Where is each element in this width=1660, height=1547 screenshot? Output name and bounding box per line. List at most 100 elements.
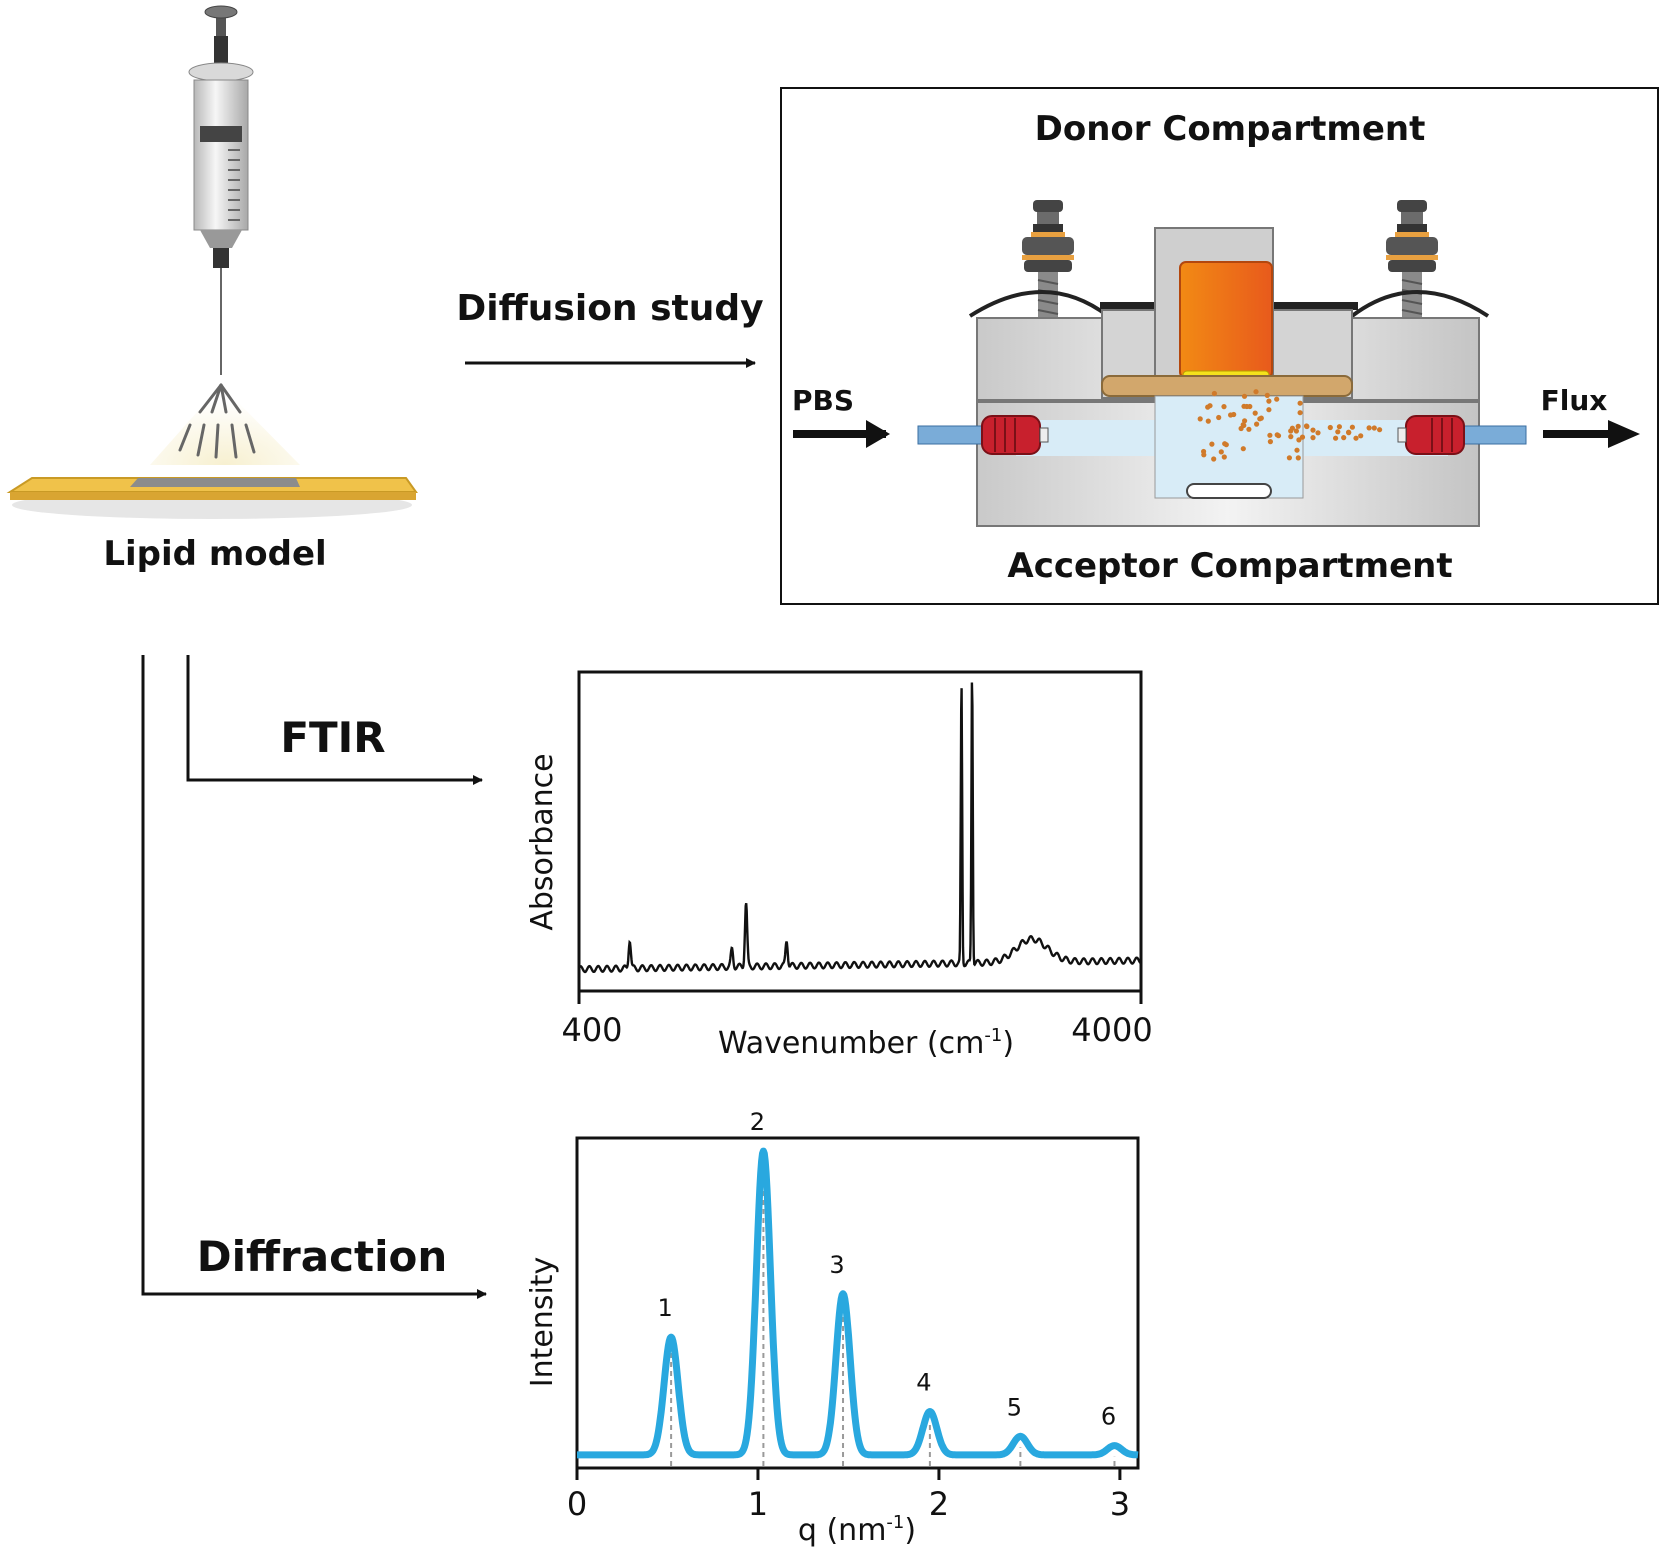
particle [1288, 434, 1294, 440]
outlet-connector [1397, 415, 1465, 455]
ftir-y-axis-label: Absorbance [525, 753, 560, 930]
ftir-x-tick-label-max: 4000 [1071, 1011, 1152, 1049]
particle [1377, 427, 1383, 433]
x-tick-label: 3 [1110, 1485, 1130, 1523]
particle [1253, 389, 1259, 395]
particle [1242, 418, 1248, 424]
pbs-label: PBS [792, 384, 854, 417]
donor-solution [1179, 261, 1273, 379]
particle [1294, 447, 1300, 453]
particle [1241, 393, 1248, 399]
peak-label: 5 [1007, 1393, 1022, 1421]
particle [1315, 430, 1321, 436]
syringe-illustration [188, 5, 254, 375]
spray-cone [150, 383, 300, 465]
diffraction-x-axis-label: q (nm-1) [798, 1512, 916, 1547]
peak-label: 1 [657, 1294, 672, 1322]
particle [1222, 441, 1228, 447]
particle [1297, 410, 1303, 416]
particle [1274, 396, 1280, 402]
particle [1310, 427, 1316, 433]
peak-label: 4 [916, 1369, 931, 1397]
diffusing-particles [1197, 389, 1383, 462]
particle [1295, 455, 1301, 461]
particle [1341, 435, 1347, 441]
particle [1327, 424, 1333, 431]
particle [1299, 434, 1306, 440]
particle [1296, 437, 1302, 443]
particle [1207, 403, 1213, 409]
diffraction-y-axis-label: Intensity [525, 1257, 560, 1388]
substrate-slide [6, 477, 418, 519]
peak-label: 2 [750, 1108, 765, 1136]
particle [1293, 428, 1299, 434]
particle [1211, 390, 1217, 397]
flux-label: Flux [1541, 384, 1608, 417]
ftir-connector [186, 655, 483, 785]
peak-label: 6 [1101, 1403, 1116, 1431]
acceptor-compartment-label: Acceptor Compartment [1007, 546, 1452, 586]
particle [1289, 425, 1295, 431]
particle [1209, 441, 1215, 447]
x-tick-label: 0 [567, 1485, 587, 1523]
diffraction-connector [141, 655, 487, 1299]
stir-bar [1186, 483, 1272, 499]
particle [1197, 416, 1203, 422]
particle [1286, 455, 1292, 461]
particle [1240, 446, 1246, 452]
particle [1267, 439, 1273, 445]
particle [1264, 392, 1270, 398]
particle [1266, 407, 1272, 413]
particle [1205, 418, 1211, 424]
particle [1244, 403, 1250, 410]
inlet-tube [917, 425, 987, 445]
ftir-x-axis-label: Wavenumber (cm-1) [718, 1025, 1014, 1061]
left-clamp-screw [1022, 200, 1074, 318]
particle [1336, 424, 1342, 430]
particle [1218, 449, 1224, 455]
diffraction-label: Diffraction [197, 1232, 447, 1281]
particle [1371, 425, 1377, 431]
particle [1221, 454, 1227, 460]
particle [1266, 398, 1272, 404]
particle [1238, 425, 1244, 432]
particle [1333, 435, 1339, 441]
ftir-x-tick-label-min: 400 [561, 1011, 622, 1049]
particle [1358, 433, 1364, 439]
particle [1349, 424, 1355, 430]
ftir-chart: 400 4000 Wavenumber (cm-1) Absorbance [525, 670, 1153, 1061]
diffusion-cell-panel: Donor Compartment Acceptor Compartment [780, 87, 1659, 605]
lipid-model-label: Lipid model [103, 534, 326, 574]
particle [1297, 400, 1303, 406]
particle [1228, 412, 1234, 418]
diffusion-study-label: Diffusion study [456, 288, 763, 329]
membrane [1101, 375, 1353, 397]
particle [1221, 404, 1227, 410]
particle [1274, 432, 1280, 438]
particle [1246, 426, 1252, 432]
particle [1201, 452, 1207, 458]
ftir-label: FTIR [280, 713, 385, 762]
particle [1252, 410, 1258, 416]
x-tick-label: 2 [929, 1485, 949, 1523]
particle [1366, 425, 1372, 431]
particle [1303, 423, 1310, 429]
particle [1346, 430, 1352, 436]
particle [1258, 415, 1264, 421]
particle [1353, 435, 1359, 441]
particle [1310, 435, 1316, 441]
particle [1211, 456, 1217, 462]
inlet-connector [981, 415, 1049, 455]
ftir-plot-frame [577, 670, 1143, 993]
particle [1254, 421, 1260, 427]
particle [1335, 429, 1341, 435]
outlet-tube [1457, 425, 1527, 445]
particle [1295, 423, 1301, 429]
particle [1216, 414, 1222, 421]
ftir-spectrum-line [577, 682, 1142, 974]
particle [1240, 422, 1246, 428]
donor-compartment-label: Donor Compartment [1035, 109, 1426, 149]
peak-label: 3 [829, 1251, 844, 1279]
